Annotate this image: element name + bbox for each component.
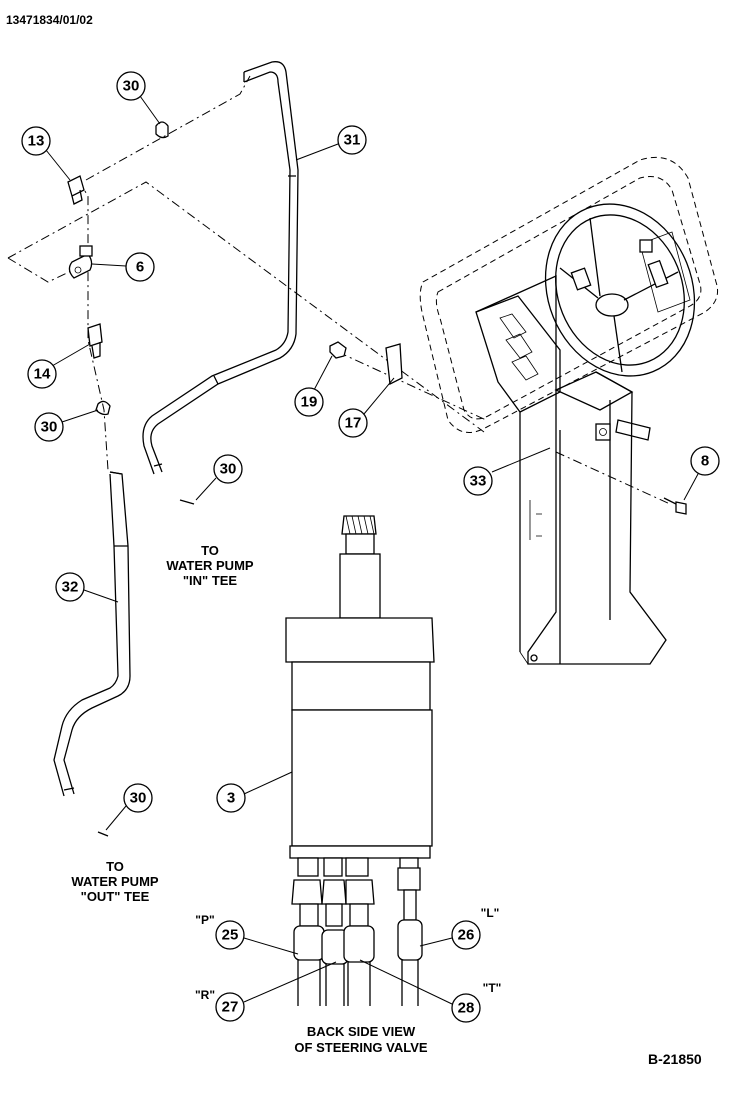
valve-6 bbox=[68, 245, 93, 279]
svg-text:30: 30 bbox=[220, 461, 237, 478]
nut-19 bbox=[329, 341, 347, 359]
bracket-17 bbox=[385, 343, 403, 385]
callout-26: 26 bbox=[419, 920, 481, 950]
callout-27: 27 bbox=[215, 961, 337, 1022]
callout-8: 8 bbox=[683, 446, 720, 501]
svg-text:32: 32 bbox=[62, 579, 79, 596]
port-fittings bbox=[291, 857, 423, 1006]
port-label-l: "L" bbox=[481, 906, 500, 920]
callout-30-in-tee: 30 bbox=[195, 454, 243, 501]
svg-text:33: 33 bbox=[470, 473, 487, 490]
clamp-30-top bbox=[155, 121, 169, 139]
svg-text:BACK SIDE VIEW: BACK SIDE VIEW bbox=[307, 1024, 416, 1039]
hose-32 bbox=[53, 471, 131, 837]
svg-text:19: 19 bbox=[301, 394, 318, 411]
note-back-side-view: BACK SIDE VIEW OF STEERING VALVE bbox=[294, 1024, 427, 1055]
svg-text:17: 17 bbox=[345, 415, 362, 432]
callout-28: 28 bbox=[359, 959, 481, 1023]
clamp-30-mid bbox=[95, 400, 111, 416]
svg-text:TO: TO bbox=[106, 859, 124, 874]
svg-text:30: 30 bbox=[130, 790, 147, 807]
hose-31 bbox=[142, 61, 299, 505]
svg-text:14: 14 bbox=[34, 366, 51, 383]
callout-14: 14 bbox=[27, 343, 91, 389]
svg-text:6: 6 bbox=[136, 259, 144, 276]
fitting-13 bbox=[67, 175, 85, 205]
svg-text:WATER PUMP: WATER PUMP bbox=[71, 874, 158, 889]
steering-valve-3 bbox=[285, 515, 435, 1006]
phantom-line-upper bbox=[7, 181, 485, 433]
phantom-line-bolt bbox=[555, 451, 671, 505]
svg-text:30: 30 bbox=[123, 78, 140, 95]
callout-6: 6 bbox=[91, 252, 155, 282]
phantom-line-nut bbox=[337, 351, 487, 421]
svg-text:31: 31 bbox=[344, 132, 361, 149]
callout-32: 32 bbox=[55, 572, 119, 603]
callout-30-out-tee: 30 bbox=[105, 783, 153, 831]
svg-text:TO: TO bbox=[201, 543, 219, 558]
callout-33: 33 bbox=[463, 447, 551, 496]
svg-text:27: 27 bbox=[222, 999, 239, 1016]
callout-25: 25 bbox=[215, 920, 299, 955]
callout-17: 17 bbox=[338, 377, 395, 438]
svg-text:26: 26 bbox=[458, 927, 475, 944]
callout-3: 3 bbox=[216, 771, 293, 813]
steering-column-assembly bbox=[419, 156, 719, 665]
svg-text:28: 28 bbox=[458, 1000, 475, 1017]
svg-text:3: 3 bbox=[227, 790, 235, 807]
port-label-p: "P" bbox=[195, 913, 214, 927]
fitting-14 bbox=[87, 323, 103, 359]
callout-30-top: 30 bbox=[116, 71, 161, 125]
callout-19: 19 bbox=[294, 355, 333, 417]
note-out-tee: TO WATER PUMP "OUT" TEE bbox=[71, 859, 158, 904]
note-in-tee: TO WATER PUMP "IN" TEE bbox=[166, 543, 253, 588]
svg-text:OF STEERING VALVE: OF STEERING VALVE bbox=[294, 1040, 427, 1055]
svg-text:8: 8 bbox=[701, 453, 709, 470]
callout-31: 31 bbox=[295, 125, 367, 161]
svg-text:WATER PUMP: WATER PUMP bbox=[166, 558, 253, 573]
callout-30-mid: 30 bbox=[34, 409, 99, 442]
callout-13: 13 bbox=[21, 126, 71, 181]
svg-text:13: 13 bbox=[28, 133, 45, 150]
port-label-t: "T" bbox=[483, 981, 502, 995]
svg-text:30: 30 bbox=[41, 419, 58, 436]
phantom-line-fittings bbox=[77, 179, 109, 471]
phantom-line-clamp bbox=[85, 75, 251, 181]
svg-text:"OUT" TEE: "OUT" TEE bbox=[81, 889, 150, 904]
bolt-8 bbox=[663, 497, 687, 515]
drawing-number: 13471834/01/02 bbox=[6, 13, 93, 27]
figure-id: B-21850 bbox=[648, 1051, 702, 1067]
port-label-r: "R" bbox=[195, 988, 215, 1002]
svg-text:"IN" TEE: "IN" TEE bbox=[183, 573, 238, 588]
svg-text:25: 25 bbox=[222, 927, 239, 944]
